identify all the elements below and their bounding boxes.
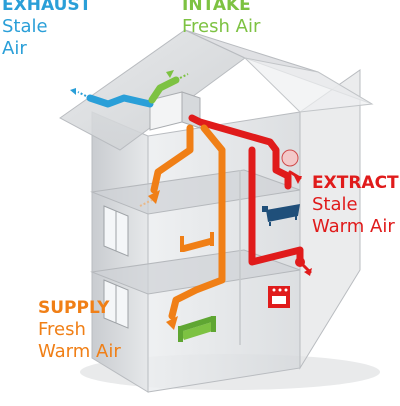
supply-label: SUPPLY Fresh Warm Air [38, 297, 121, 363]
exhaust-line3: Air [2, 38, 27, 59]
supply-title: SUPPLY [38, 298, 110, 318]
exhaust-title: EXHAUST [2, 0, 92, 15]
exhaust-line2: Stale [2, 16, 48, 37]
extract-vent-lower [295, 257, 305, 267]
intake-label: INTAKE Fresh Air [182, 0, 260, 38]
gable [243, 57, 374, 113]
sofa-icon [178, 316, 216, 342]
extract-title: EXTRACT [312, 173, 399, 193]
extract-duct [188, 114, 312, 276]
stove-icon [268, 286, 290, 308]
exhaust-label: EXHAUST Stale Air [2, 0, 91, 60]
supply-duct [139, 124, 226, 330]
exhaust-duct [70, 88, 154, 108]
extract-label: EXTRACT Stale Warm Air [312, 172, 399, 238]
bed-icon [180, 232, 214, 252]
supply-line3: Warm Air [38, 341, 121, 362]
right-wall [299, 69, 361, 370]
extract-line2: Stale [312, 194, 358, 215]
extract-line3: Warm Air [312, 216, 395, 237]
window-icon [103, 205, 129, 329]
intake-line2: Fresh Air [182, 16, 261, 37]
intake-duct [148, 70, 189, 104]
supply-line2: Fresh [38, 319, 86, 340]
bathtub-icon [262, 204, 300, 226]
intake-title: INTAKE [182, 0, 251, 15]
extract-vent-upper [281, 149, 299, 167]
lower-floor-slab [90, 249, 301, 295]
